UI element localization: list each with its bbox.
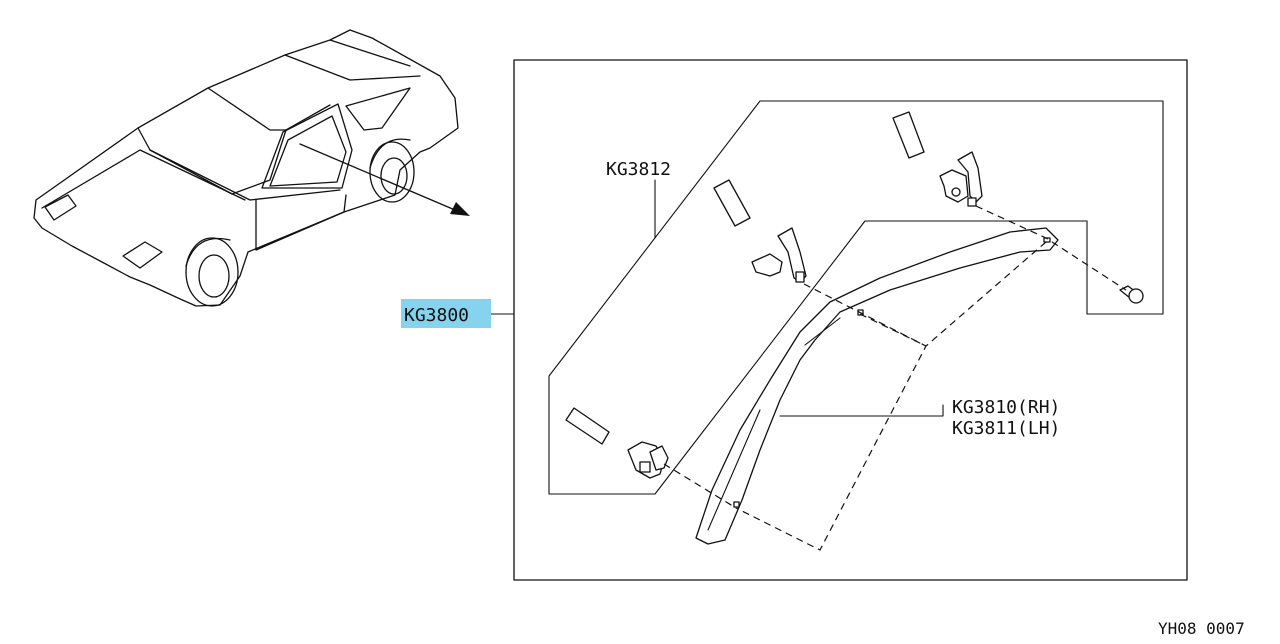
callout-kg3800-label: KG3800 xyxy=(404,305,469,326)
callout-kg3811-label: KG3811(LH) xyxy=(952,418,1060,439)
callout-kg3810-label: KG3810(RH) xyxy=(952,397,1060,418)
clip-lower xyxy=(627,441,669,479)
callout-highlight xyxy=(401,299,491,328)
clip-upper-right xyxy=(939,151,983,207)
callout-kg3810[interactable]: KG3810(RH) xyxy=(952,397,1060,418)
clip-middle xyxy=(751,227,807,283)
callout-kg3812[interactable]: KG3812 xyxy=(606,159,671,180)
callout-kg3800[interactable]: KG3800 xyxy=(401,299,491,328)
adhesive-pad-middle xyxy=(713,179,751,227)
pointer-arrowhead xyxy=(450,202,470,216)
assembly-frame xyxy=(513,59,1188,581)
upper-trim-group-outline xyxy=(548,100,1164,495)
diagram-code: YH08 0007 xyxy=(1158,619,1245,638)
pillar-trim xyxy=(695,227,1059,545)
push-pin xyxy=(1119,285,1144,304)
callout-kg3812-label: KG3812 xyxy=(606,159,671,180)
callout-kg3811[interactable]: KG3811(LH) xyxy=(952,418,1060,439)
car-illustration xyxy=(33,29,470,307)
adhesive-pad-top xyxy=(892,111,925,159)
adhesive-pad-bottom xyxy=(565,407,610,445)
